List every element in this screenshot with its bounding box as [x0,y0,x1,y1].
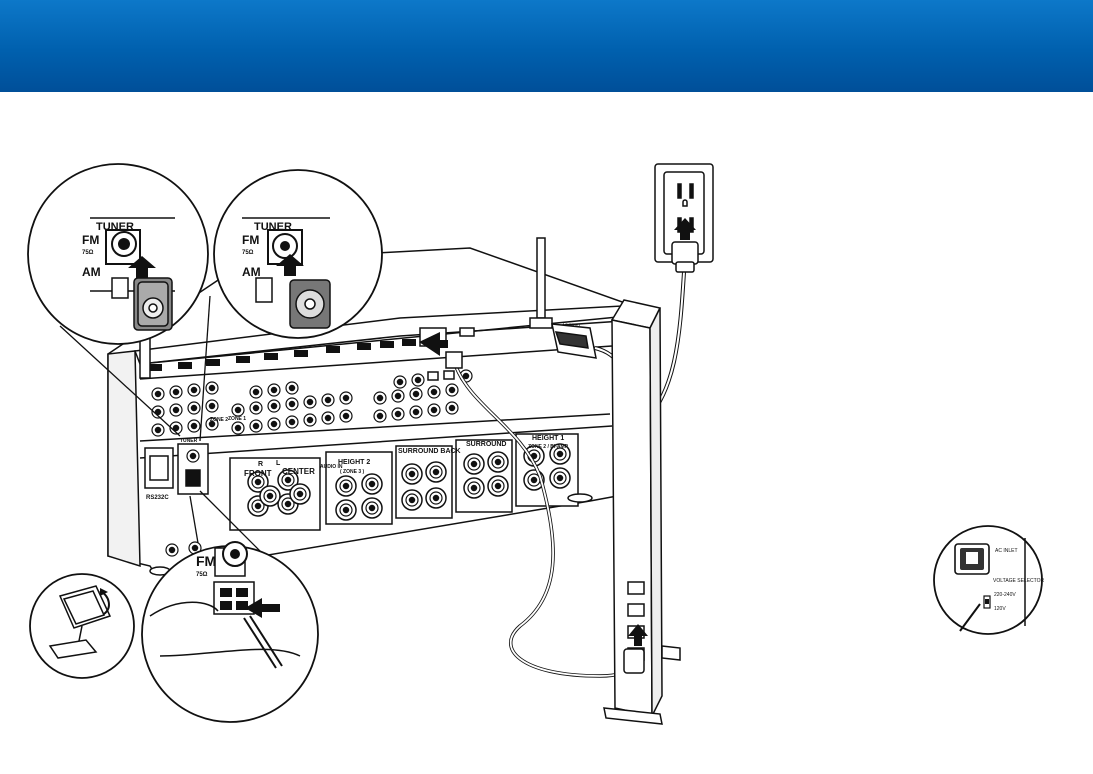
front-label: FRONT [244,469,272,478]
tuner-fm-plug-icon [133,277,173,331]
zoom1-tuner-label: TUNER [96,221,134,233]
zoom2-am-label: AM [242,265,261,279]
zoom1-fm-label: FM [82,233,99,247]
rs232c-label: RS232C [146,495,169,501]
tuner-push-plug-icon [289,279,331,329]
voltage-selector-icon [985,599,989,604]
am-zoom: FM 75Ω [141,541,319,723]
zoom2-ohm-label: 75Ω [242,250,254,256]
zone1-in-label: ZONE 1 [228,416,246,422]
voltage-v1-label: 220-240V [994,592,1016,598]
zoom2-fm-label: FM [242,233,259,247]
tuner-zoom-2: TUNER FM 75Ω AM [213,169,383,339]
height2-label: HEIGHT 2 [338,459,370,466]
receiver-tuner-label: TUNER [180,438,198,444]
voltage-ac-inlet-label: AC INLET [995,548,1018,554]
surround-back-label: SURROUND BACK [398,448,461,455]
voltage-selector-label: VOLTAGE SELECTOR [993,578,1045,584]
surround-label: SURROUND [466,441,506,448]
lan-plug-receiver [419,332,463,369]
speaker-terminals [229,433,579,531]
power-plug-icon [671,218,699,273]
header-rule [0,92,1093,96]
zone2-bi-amp-label: ZONE 2 / BI-AMP [528,444,569,450]
antenna-2 [139,335,151,379]
front-l-label: L [276,460,281,467]
header-banner [0,0,1093,92]
am-zoom-ohm-label: 75Ω [196,572,208,578]
receiver-labels: FRONT CENTER HEIGHT 2 ( ZONE 3 ) SURROUN… [146,322,581,501]
height1-label: HEIGHT 1 [532,435,564,442]
tuner-zoom-1: TUNER FM 75Ω AM [27,163,209,345]
connection-diagram: FRONT CENTER HEIGHT 2 ( ZONE 3 ) SURROUN… [27,163,1045,725]
zoom1-ohm-label: 75Ω [82,250,94,256]
hdmi-row [148,339,416,371]
am-zoom-fm-label: FM [196,553,216,569]
am-antenna-zoom [29,573,135,679]
zone2-in-label: ZONE 2 [210,417,228,423]
zoom2-tuner-label: TUNER [254,221,292,233]
front-r-label: R [258,461,263,468]
audio-in-label: AUDIO IN [320,464,343,470]
voltage-v2-label: 120V [994,606,1006,612]
digital-in-jacks [427,369,473,383]
center-label: CENTER [282,467,315,476]
receiver-ac-inlet-label: AC INLET [562,322,581,327]
am-antenna-icon [48,585,112,659]
router-icon [603,299,681,725]
wall-outlet [654,163,714,263]
wireless-antenna [529,237,553,329]
zone3-label: ( ZONE 3 ) [340,469,365,475]
ac-plug-receiver [551,323,597,359]
voltage-zoom: AC INLET VOLTAGE SELECTOR 220-240V 120V [933,525,1045,635]
av-receiver [107,247,629,576]
zoom1-am-label: AM [82,265,101,279]
